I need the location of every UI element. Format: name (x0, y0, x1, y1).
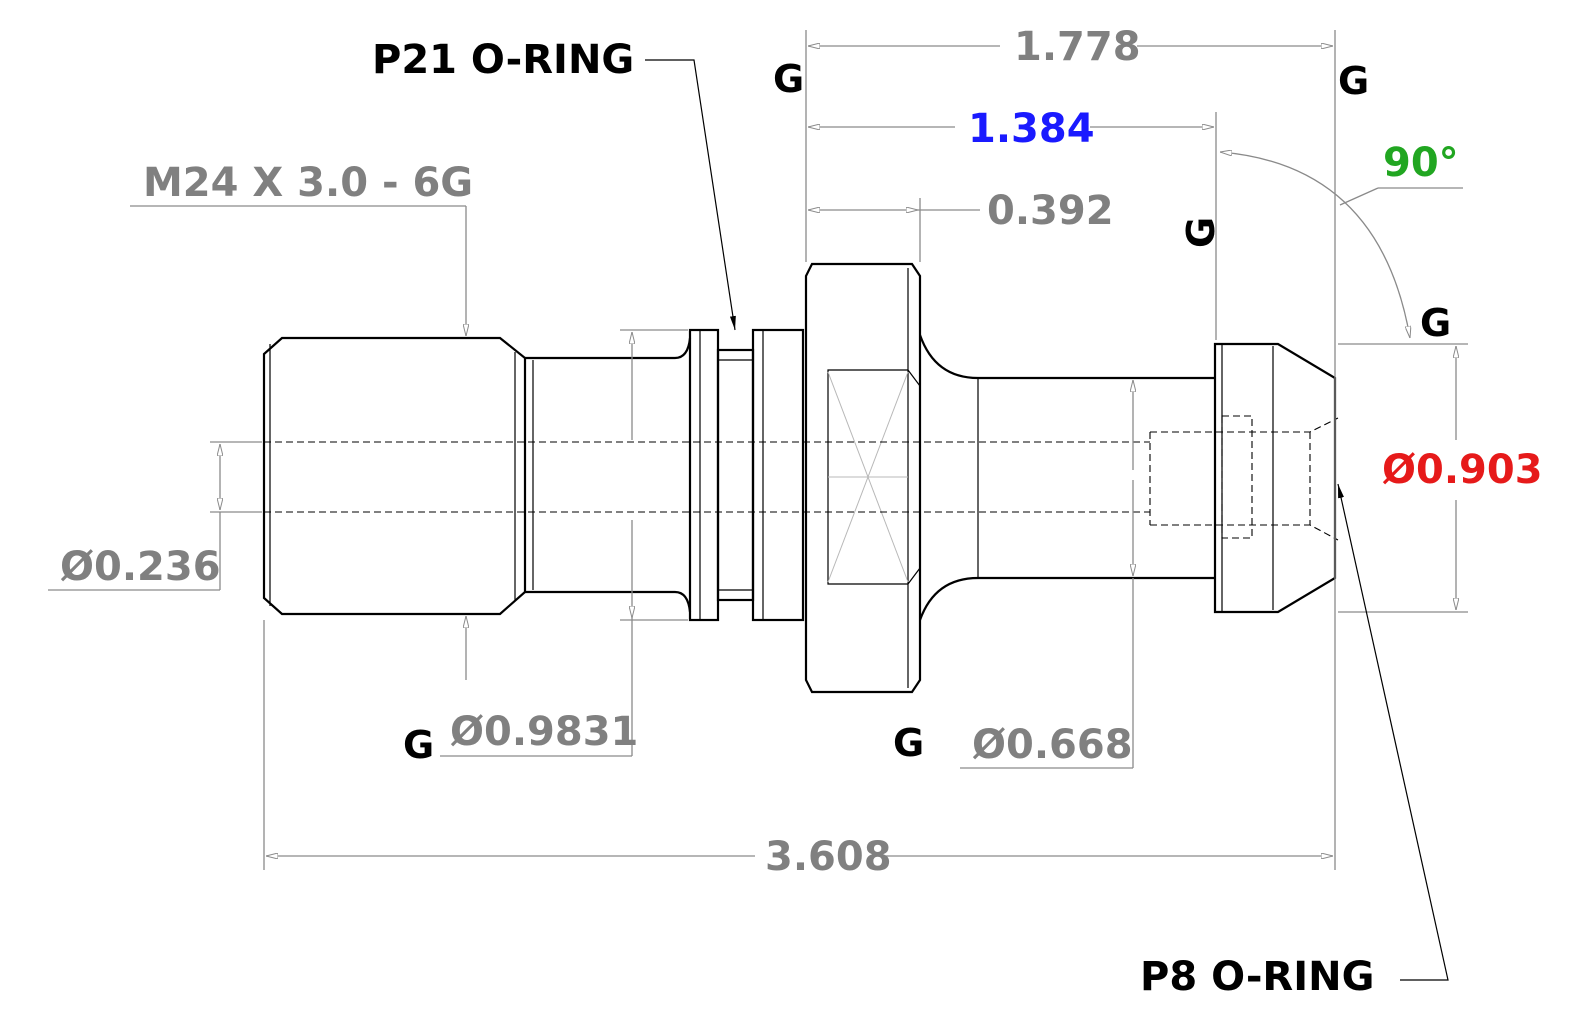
dim-1778: 1.778 (1014, 24, 1141, 70)
dim-1384: 1.384 (968, 106, 1095, 152)
p21-oring-label: P21 O-RING (372, 37, 634, 83)
dim-head-dia: Ø0.903 (1382, 447, 1543, 493)
dim-shank-dia: Ø0.9831 (450, 709, 638, 755)
dim-angle-90: 90° (1383, 140, 1459, 186)
gauge-mark: G (1179, 217, 1223, 248)
p8-oring-label: P8 O-RING (1140, 954, 1374, 1000)
thread-spec-label: M24 X 3.0 - 6G (143, 160, 473, 206)
gauge-mark: G (1420, 301, 1451, 345)
gauge-mark: G (893, 721, 924, 765)
pull-stud-part (262, 262, 1339, 694)
dim-neck-dia: Ø0.668 (972, 722, 1133, 768)
dim-0392: 0.392 (987, 188, 1114, 234)
gauge-mark: G (773, 57, 804, 101)
gauge-mark: G (1338, 59, 1369, 103)
gauge-mark: G (403, 723, 434, 767)
dimension-geometry (48, 30, 1468, 981)
dim-overall-3608: 3.608 (765, 834, 892, 880)
dim-bore-dia: Ø0.236 (60, 544, 221, 590)
